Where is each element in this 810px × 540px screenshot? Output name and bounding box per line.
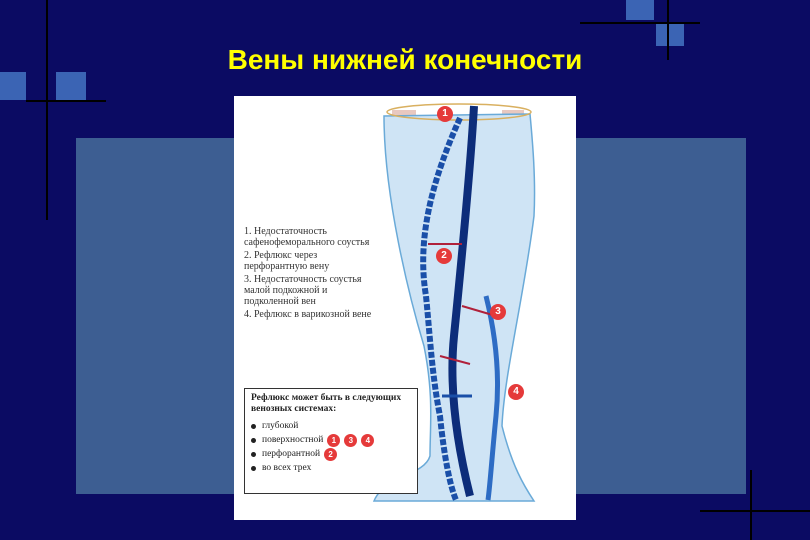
reflux-badge: 4 bbox=[361, 433, 375, 447]
reflux-row-label: глубокой bbox=[262, 421, 299, 431]
corner-square-left bbox=[0, 72, 26, 100]
slide-title: Вены нижней конечности bbox=[227, 44, 583, 75]
perforator-branch-3 bbox=[439, 355, 471, 365]
reflux-badge: 1 bbox=[327, 433, 341, 447]
bullet-icon bbox=[251, 437, 256, 443]
reflux-row-all: во всех трех bbox=[251, 461, 411, 475]
reflux-row-perforator: перфорантной 2 bbox=[251, 447, 411, 461]
legend-list: 1. Недостаточность сафенофеморального со… bbox=[244, 226, 374, 322]
divider-line-left bbox=[26, 100, 106, 102]
marker-3: 3 bbox=[490, 304, 506, 320]
reflux-row-label: во всех трех bbox=[262, 463, 312, 473]
reflux-box: Рефлюкс может быть в следующих венозных … bbox=[244, 388, 418, 494]
reflux-row-label: перфорантной bbox=[262, 449, 321, 459]
bullet-icon bbox=[251, 465, 256, 471]
corner-square-left-2 bbox=[56, 72, 86, 100]
legend-item-1: 1. Недостаточность сафенофеморального со… bbox=[244, 226, 370, 248]
reflux-row-superficial: поверхностной 1 3 4 bbox=[251, 433, 411, 447]
divider-vline-right bbox=[667, 0, 669, 60]
reflux-row-label: поверхностной bbox=[262, 435, 324, 445]
corner-square-right bbox=[626, 0, 654, 20]
deep-vein bbox=[448, 105, 478, 497]
bullet-icon bbox=[251, 451, 256, 457]
leg-vein-figure: 1 2 3 4 1. Недостаточность сафенофеморал… bbox=[234, 96, 576, 520]
reflux-row-deep: глубокой bbox=[251, 419, 411, 433]
legend-item-3: 3. Недостаточность соустья малой подкожн… bbox=[244, 274, 362, 307]
great-saphenous-vein bbox=[420, 116, 463, 502]
divider-line-right bbox=[580, 22, 700, 24]
leg-illustration bbox=[372, 103, 536, 502]
divider-vline-left bbox=[46, 0, 48, 220]
legend-item-4: 4. Рефлюкс в варикозной вене bbox=[244, 309, 372, 320]
divider-vline-bottom bbox=[750, 470, 752, 540]
marker-2: 2 bbox=[436, 248, 452, 264]
bullet-icon bbox=[251, 423, 256, 429]
corner-square-right-2 bbox=[656, 24, 684, 46]
small-saphenous-vein bbox=[483, 295, 501, 501]
reflux-box-heading: Рефлюкс может быть в следующих венозных … bbox=[251, 393, 402, 414]
marker-4: 4 bbox=[508, 384, 524, 400]
reflux-badge: 3 bbox=[344, 433, 358, 447]
legend-item-2: 2. Рефлюкс через перфорантную вену bbox=[244, 250, 330, 272]
marker-1: 1 bbox=[437, 106, 453, 122]
reflux-badge: 2 bbox=[324, 447, 338, 461]
divider-line-bottom bbox=[700, 510, 810, 512]
